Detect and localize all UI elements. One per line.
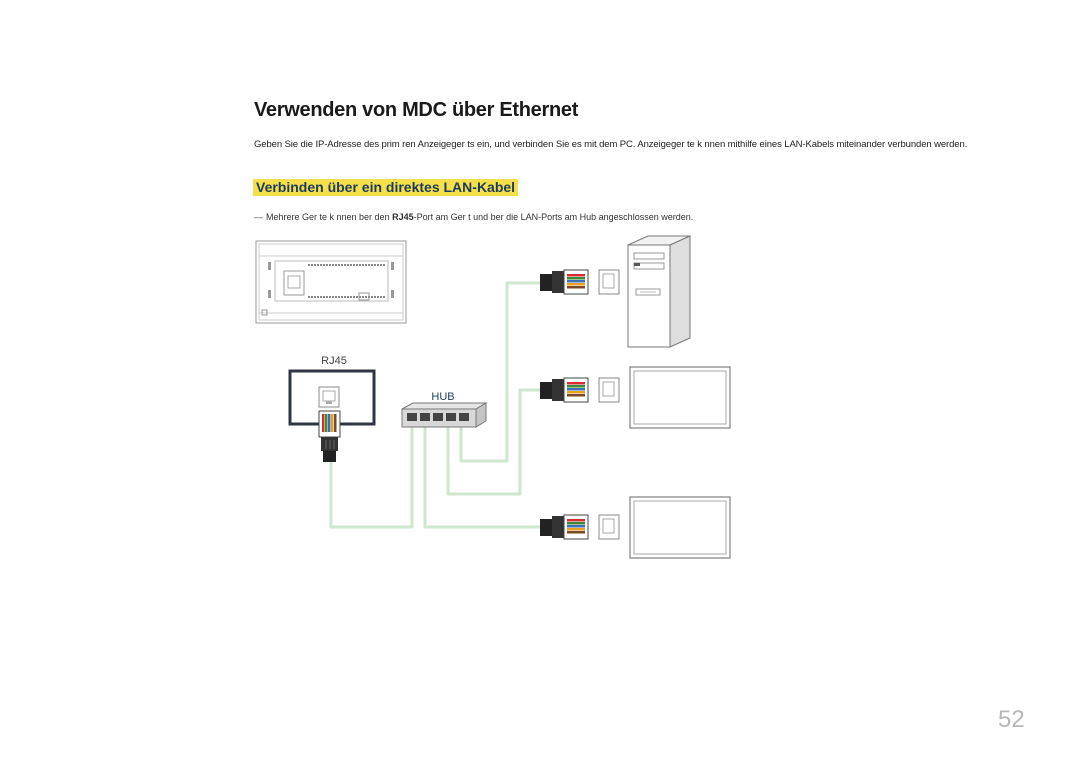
display-2-icon xyxy=(629,366,731,429)
rj45-plug-display2-icon xyxy=(540,377,620,403)
note-part1: Mehrere Ger te k nnen ber den xyxy=(266,212,393,222)
note-part2: -Port am Ger t und ber die LAN-Ports am … xyxy=(413,212,694,222)
rj45-plug-display-icon xyxy=(318,410,341,462)
intro-paragraph: Geben Sie die IP-Adresse des prim ren An… xyxy=(254,139,968,150)
page-title: Verwenden von MDC über Ethernet xyxy=(254,99,579,121)
note-text: ―Mehrere Ger te k nnen ber den RJ45-Port… xyxy=(254,212,693,222)
hub-icon xyxy=(401,402,488,428)
hub-label: HUB xyxy=(431,391,454,403)
display-back-view-icon xyxy=(255,240,407,324)
pc-tower-icon xyxy=(627,235,691,348)
cable-display-to-hub xyxy=(329,427,414,529)
cable-hub-to-display3 xyxy=(423,427,542,529)
display-3-icon xyxy=(629,496,731,559)
cable-hub-to-pc xyxy=(459,281,542,463)
section-heading: Verbinden über ein direktes LAN-Kabel xyxy=(253,179,519,196)
rj45-plug-display3-icon xyxy=(540,514,620,540)
cable-hub-to-display2 xyxy=(446,388,542,496)
note-bold-rj45: RJ45 xyxy=(392,212,414,222)
page-number: 52 xyxy=(998,706,1025,733)
rj45-port-icon xyxy=(318,386,340,408)
lan-cables xyxy=(329,281,542,529)
rj45-plug-pc-icon xyxy=(540,269,620,295)
note-marker: ― xyxy=(254,212,263,222)
rj45-label: RJ45 xyxy=(321,355,347,367)
